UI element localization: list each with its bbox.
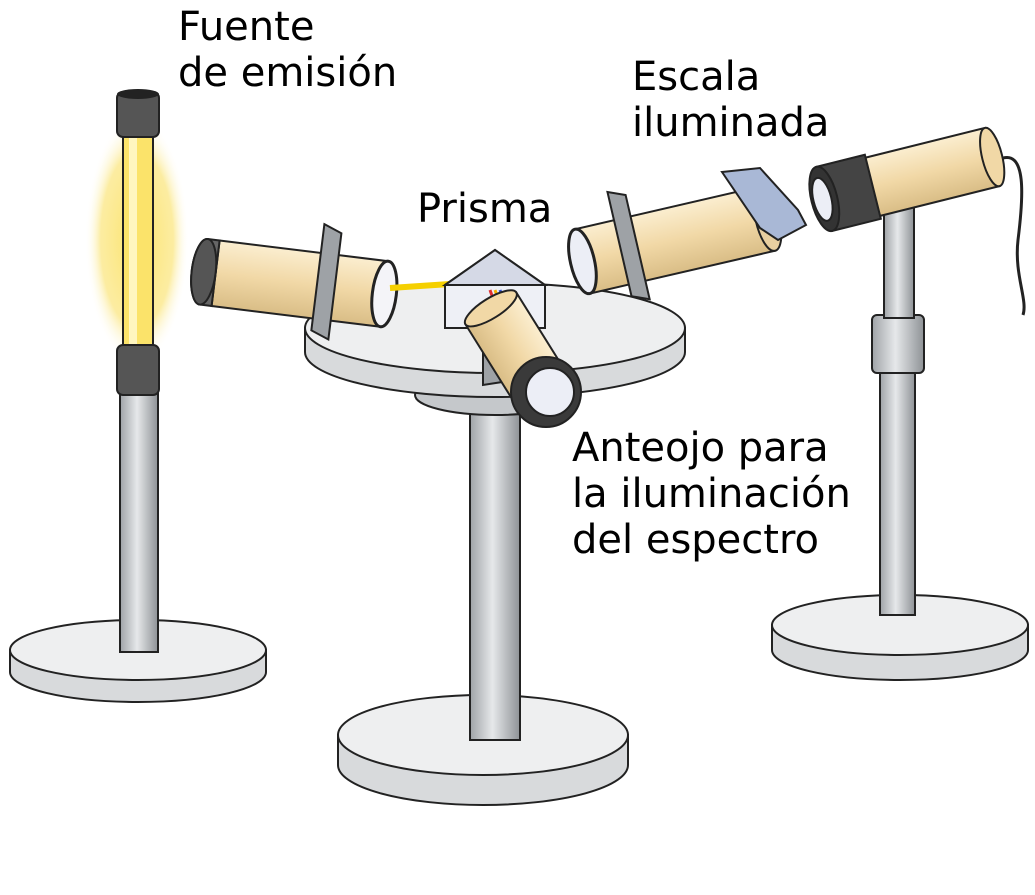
collimator (190, 222, 399, 342)
label-line: Escala (632, 54, 761, 100)
spectrum-telescope (463, 289, 582, 428)
illuminated-scale-label: Escala iluminada (632, 54, 829, 146)
label-line: iluminada (632, 100, 830, 146)
power-cable (997, 156, 1026, 316)
emission-source-label: Fuente de emisión (178, 4, 397, 96)
prism-label: Prisma (417, 186, 553, 232)
label-line: del espectro (572, 517, 819, 563)
label-line: Fuente (178, 4, 315, 50)
illuminated-scale (720, 166, 808, 242)
label-line: de emisión (178, 50, 398, 96)
label-line: Anteojo para (572, 425, 829, 471)
prism-table-stand (304, 282, 686, 806)
emission-tube (122, 134, 154, 351)
scale-stand (771, 126, 1029, 681)
emission-source-stand (9, 89, 267, 703)
light-beam (389, 281, 451, 291)
label-line: la iluminación (572, 471, 851, 517)
telescope-label: Anteojo para la iluminación del espectro (572, 425, 851, 563)
